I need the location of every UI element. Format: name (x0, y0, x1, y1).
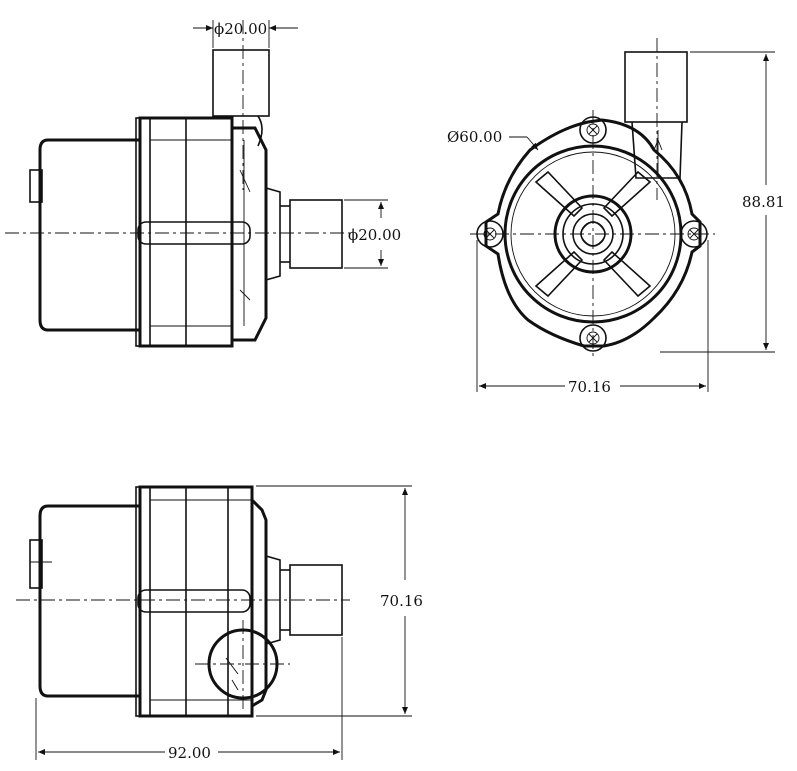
front-outlet-thread (624, 51, 688, 123)
outlet-thread (212, 49, 270, 117)
overall-length-label: 92.00 (168, 744, 211, 762)
top-view: 70.16 92.00 (16, 485, 423, 762)
pump-flange (138, 116, 234, 348)
rear-cap (29, 169, 43, 203)
inlet-diameter-label: ϕ20.00 (348, 226, 401, 244)
body-diameter-label: Ø60.00 (447, 128, 502, 146)
front-view: Ø60.00 88.81 70.16 (447, 38, 785, 396)
top-height-label: 70.16 (380, 592, 423, 610)
outlet-diameter-label: ϕ20.00 (214, 20, 267, 38)
inlet-thread (289, 199, 343, 269)
volute-body (230, 126, 268, 342)
front-height-label: 88.81 (742, 193, 785, 211)
front-width-label: 70.16 (568, 378, 611, 396)
top-motor-housing (38, 504, 142, 698)
top-pump-flange (138, 485, 254, 718)
mount-ear-bottom (579, 324, 607, 352)
front-flange-outline (484, 118, 702, 348)
side-view: ϕ20.00 ϕ20.00 (5, 20, 401, 348)
motor-housing (38, 138, 142, 332)
